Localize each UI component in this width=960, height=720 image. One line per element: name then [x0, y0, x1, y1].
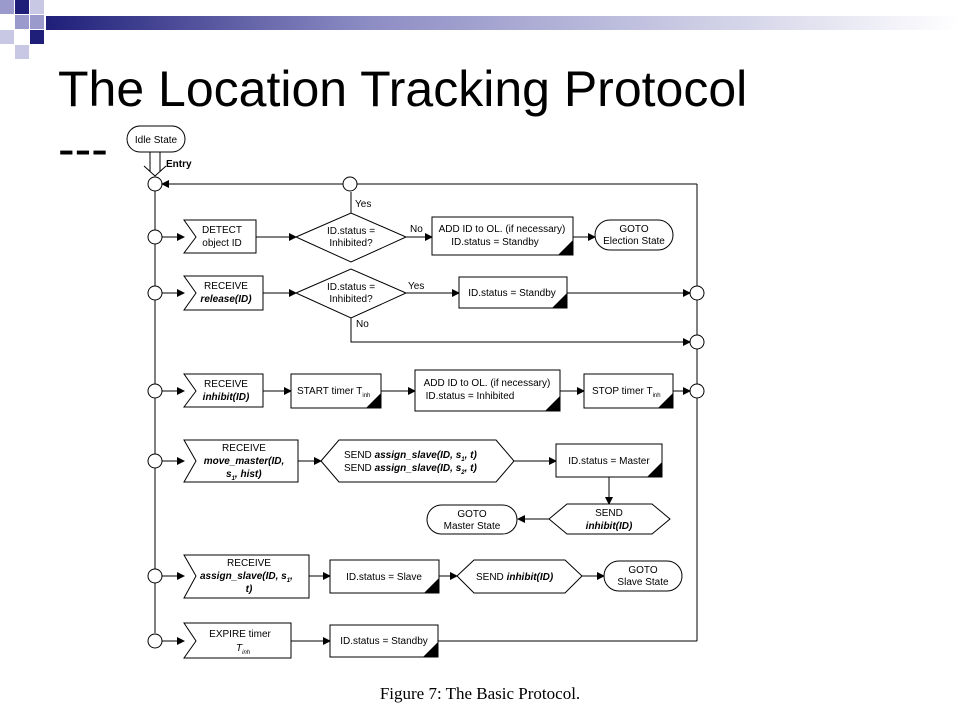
header-bar: [46, 16, 960, 30]
header-square: [15, 45, 29, 59]
decision-2-label-2: Inhibited?: [329, 294, 373, 305]
header-square: [30, 0, 44, 14]
goto-slave-node: [603, 560, 683, 592]
header-square: [15, 0, 29, 14]
junction: [689, 383, 705, 399]
send-assign-slave-label-1: SEND assign_slave(ID, s1, t): [344, 450, 478, 463]
goto-slave-label-2: Slave State: [617, 577, 669, 588]
status-standby-label-1: ID.status = Standby: [468, 288, 556, 299]
expire-timer-label-1: EXPIRE timer: [209, 629, 271, 640]
goto-election-label-2: Election State: [603, 236, 665, 247]
receive-release-label-1: RECEIVE: [204, 281, 248, 292]
slide-title: The Location Tracking Protocol: [58, 61, 748, 117]
receive-move-master-label-3: s1, hist): [226, 469, 262, 482]
idle-state-label: Idle State: [135, 135, 178, 146]
send-inhibit-master-label-1: SEND: [595, 508, 623, 519]
header-decoration: [0, 0, 960, 59]
goto-election-label-1: GOTO: [619, 224, 648, 235]
junction: [147, 568, 163, 584]
decision-1-label-2: Inhibited?: [329, 238, 373, 249]
idle-state-node: [126, 125, 186, 153]
goto-master-label-1: GOTO: [457, 509, 486, 520]
stop-timer-task: [583, 373, 674, 409]
goto-master-label-2: Master State: [444, 521, 501, 532]
junction: [147, 229, 163, 245]
header-square: [15, 15, 29, 29]
decision-1-label-1: ID.status =: [327, 226, 375, 237]
send-assign-slave-label-2: SEND assign_slave(ID, s2, t): [344, 463, 478, 476]
junction: [147, 383, 163, 399]
status-slave-label: ID.status = Slave: [346, 572, 422, 583]
add-ol-inh-label-1: ADD ID to OL. (if necessary): [424, 378, 551, 389]
header-square: [30, 30, 44, 44]
detect-label-2: object ID: [202, 238, 241, 249]
add-ol-label-1: ADD ID to OL. (if necessary): [439, 224, 566, 235]
status-standby-task-1: [458, 276, 568, 309]
receive-assign-slave-label-1: RECEIVE: [227, 558, 271, 569]
receive-inhibit-label-2: inhibit(ID): [203, 392, 250, 403]
yes-label-top: Yes: [355, 199, 371, 210]
junction: [147, 453, 163, 469]
receive-move-master-label-2: move_master(ID,: [204, 456, 285, 467]
goto-election-node: [594, 219, 674, 251]
junction: [147, 285, 163, 301]
detect-label-1: DETECT: [202, 225, 242, 236]
receive-release-node: [183, 275, 264, 311]
receive-inhibit-label-1: RECEIVE: [204, 379, 248, 390]
receive-move-master-node: [183, 439, 299, 483]
receive-assign-slave-label-2: assign_slave(ID, s1,: [200, 571, 293, 584]
stop-timer-label: STOP timer Tinh: [592, 386, 661, 399]
junction: [689, 285, 705, 301]
receive-inhibit-node: [183, 373, 264, 408]
junction: [689, 334, 705, 350]
send-inhibit-master-node: [548, 503, 671, 535]
add-ol-label-2: ID.status = Standby: [451, 237, 539, 248]
goto-slave-label-1: GOTO: [628, 565, 657, 576]
receive-release-label-2: release(ID): [200, 294, 252, 305]
send-assign-slave-node: [320, 439, 515, 483]
header-square: [0, 30, 14, 44]
no-label-1: No: [410, 224, 423, 235]
send-inhibit-master-label-2: inhibit(ID): [586, 521, 633, 532]
header-square: [30, 15, 44, 29]
figure-caption: Figure 7: The Basic Protocol.: [379, 684, 581, 703]
header-square: [0, 0, 14, 14]
status-standby-task-2: [329, 624, 439, 658]
detect-event-node: [183, 219, 257, 254]
expire-timer-label-2: Tinh: [236, 643, 251, 656]
add-ol-inh-label-2: ID.status = Inhibited: [426, 391, 515, 402]
receive-move-master-label-1: RECEIVE: [222, 443, 266, 454]
status-master-label: ID.status = Master: [568, 456, 650, 467]
goto-master-node: [426, 504, 518, 535]
entry-label: Entry: [166, 159, 192, 170]
slide-title-continuation: ---: [58, 121, 108, 177]
start-timer-task: [290, 373, 382, 409]
start-timer-label: START timer Tinh: [297, 386, 370, 399]
send-inhibit-slave-label: SEND inhibit(ID): [476, 572, 554, 583]
decision-2-label-1: ID.status =: [327, 282, 375, 293]
junction: [342, 176, 358, 192]
status-master-task: [555, 443, 663, 478]
no-label-2: No: [356, 319, 369, 330]
expire-timer-node: [183, 622, 292, 659]
receive-assign-slave-label-3: t): [246, 584, 253, 595]
yes-label-2: Yes: [408, 281, 424, 292]
add-ol-standby-task: [431, 216, 574, 256]
junction: [147, 633, 163, 649]
receive-assign-slave-node: [183, 554, 310, 599]
junction: [147, 176, 163, 192]
status-slave-task: [329, 559, 440, 594]
status-standby-label-2: ID.status = Standby: [340, 636, 428, 647]
